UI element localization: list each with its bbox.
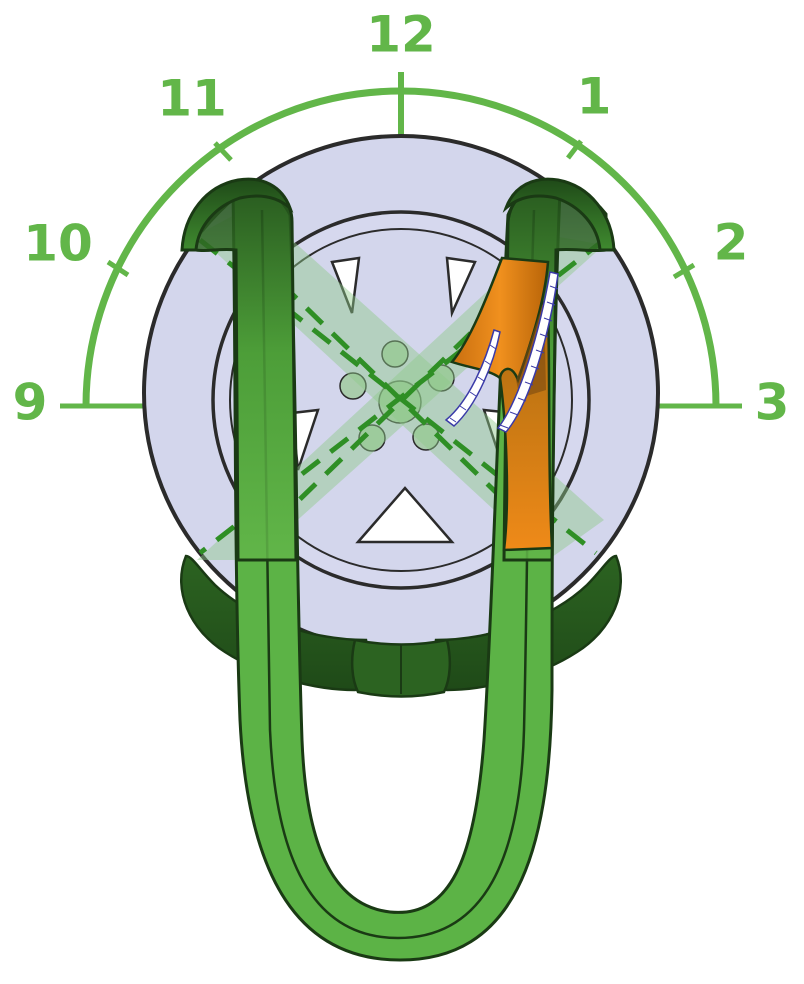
tag-tooth xyxy=(546,301,556,306)
tag-tooth xyxy=(484,360,492,366)
tag-strip-left xyxy=(444,329,501,427)
tag-tooth xyxy=(543,317,553,322)
tag-tooth xyxy=(477,376,485,382)
dial-tick-1 xyxy=(566,139,583,160)
lug-nut-bottom-left xyxy=(358,424,386,452)
tag-tooth xyxy=(469,391,477,397)
clock-dial: 12 11 10 9 1 2 3 xyxy=(13,6,790,432)
strap-left-hook xyxy=(180,177,294,252)
tag-tooth xyxy=(489,344,497,350)
clock-label-11: 11 xyxy=(157,70,227,128)
tag-tooth xyxy=(535,349,545,354)
tag-tooth xyxy=(539,333,549,338)
tag-tooth xyxy=(509,411,519,416)
tag-tooth xyxy=(530,365,540,370)
strap-right-hook xyxy=(502,177,616,252)
rim-window-top-left xyxy=(330,256,361,314)
tag-tooth xyxy=(499,424,509,429)
tag-strip-right xyxy=(496,271,559,433)
cross-guide-line-b2 xyxy=(256,256,550,542)
clock-label-10: 10 xyxy=(23,215,93,273)
lug-nut-top xyxy=(381,340,409,368)
clock-label-12: 12 xyxy=(366,6,436,64)
dial-tick-10 xyxy=(106,259,130,278)
tag-tooth xyxy=(524,381,534,386)
ratchet-tag-icon xyxy=(444,256,559,552)
lug-nut-left xyxy=(339,372,367,400)
clock-label-3: 3 xyxy=(755,374,790,432)
clock-label-2: 2 xyxy=(714,214,749,272)
dial-tick-11 xyxy=(213,141,233,162)
dial-tick-2 xyxy=(672,262,696,280)
rim-window-top-right xyxy=(445,256,477,318)
tag-tooth xyxy=(549,285,559,290)
tag-tooth xyxy=(517,397,527,402)
rim-window-bottom xyxy=(355,486,455,544)
clock-label-1: 1 xyxy=(577,68,612,126)
tag-tooth xyxy=(449,417,457,423)
tag-upper-fold xyxy=(449,256,550,384)
tag-tooth xyxy=(459,405,467,411)
clock-label-9: 9 xyxy=(13,374,48,432)
